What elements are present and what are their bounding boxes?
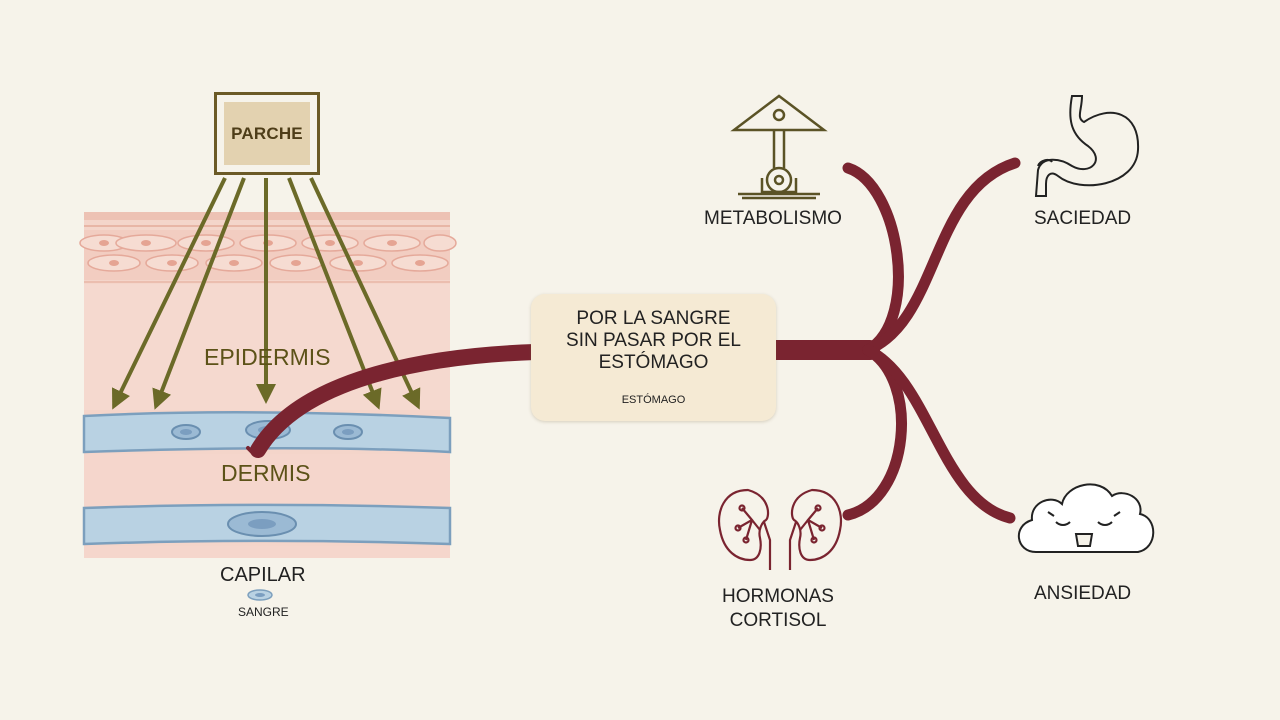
metabolism-scale-icon — [730, 94, 828, 200]
blood-label: SANGRE — [238, 605, 289, 619]
capillary-vessel-lower — [82, 503, 452, 546]
kidneys-icon — [718, 488, 842, 570]
cloud-face-icon — [1017, 483, 1155, 553]
blood-cell-icon — [247, 589, 273, 601]
effect-label-anxiety: ANSIEDAD — [1034, 583, 1132, 604]
blood-pathway — [246, 157, 1021, 524]
patch-label: PARCHE — [224, 102, 310, 165]
epidermis-label: EPIDERMIS — [204, 344, 331, 370]
delivery-route-box: POR LA SANGRE SIN PASAR POR EL ESTÓMAGO … — [531, 294, 776, 421]
stomach-outline-icon — [1034, 95, 1140, 197]
stomach-caption: ESTÓMAGO — [621, 394, 686, 406]
delivery-route-title: POR LA SANGRE SIN PASAR POR EL ESTÓMAGO — [566, 308, 741, 373]
effect-label-metabolism: METABOLISMO — [704, 208, 842, 229]
effect-label-hormones: HORMONAS CORTISOL — [722, 586, 834, 631]
effect-label-satiety: SACIEDAD — [1034, 208, 1132, 229]
dermis-label: DERMIS — [221, 460, 311, 486]
patch-box: PARCHE — [214, 92, 320, 175]
capillary-label: CAPILAR — [220, 564, 306, 586]
